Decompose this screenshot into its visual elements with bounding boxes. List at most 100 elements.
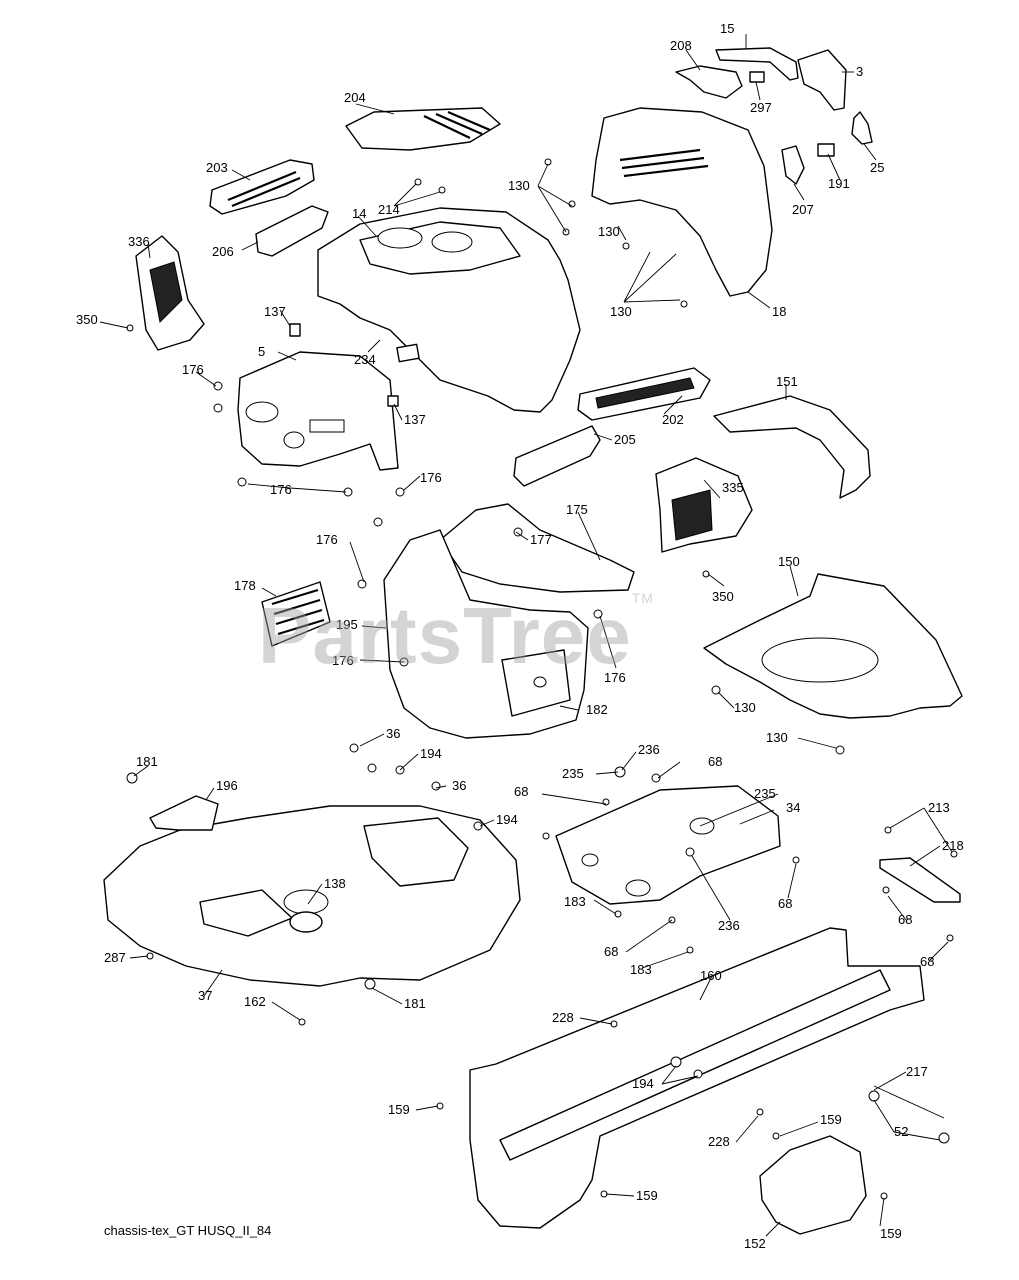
callout-206: 206: [212, 244, 234, 259]
part-217: [873, 1085, 945, 1119]
part-150-hole: [761, 637, 879, 683]
callout-130e: 130: [766, 730, 788, 745]
callout-68b: 68: [514, 784, 528, 799]
callout-130a: 130: [508, 178, 530, 193]
callout-228b: 228: [708, 1134, 730, 1149]
bolt-icon: [702, 570, 710, 578]
bolt-icon: [568, 200, 576, 208]
part-14-gauge2: [431, 231, 473, 253]
callout-205: 205: [614, 432, 636, 447]
part-151: [713, 395, 871, 499]
callout-203: 203: [206, 160, 228, 175]
callout-182: 182: [586, 702, 608, 717]
callout-5: 5: [258, 344, 265, 359]
callout-130b: 130: [598, 224, 620, 239]
part-5-gauge: [245, 401, 279, 423]
callout-36a: 36: [386, 726, 400, 741]
part-138: [289, 911, 323, 933]
part-15: [715, 47, 799, 81]
callout-208: 208: [670, 38, 692, 53]
bolt-icon: [438, 186, 446, 194]
watermark-text: PartsTree: [258, 591, 632, 680]
part-218: [879, 857, 961, 903]
callout-68d: 68: [898, 912, 912, 927]
callout-287: 287: [104, 950, 126, 965]
callout-152: 152: [744, 1236, 766, 1251]
part-152: [759, 1135, 867, 1235]
bolt-icon: [686, 946, 694, 954]
callout-159a: 159: [388, 1102, 410, 1117]
bolt-icon: [792, 856, 800, 864]
part-207: [781, 145, 805, 185]
part-37-opening: [363, 817, 469, 887]
part-5: [237, 351, 399, 471]
part-37-collar: [283, 889, 329, 915]
part-335-mesh: [671, 489, 713, 541]
callout-176b: 176: [420, 470, 442, 485]
callout-34: 34: [786, 800, 800, 815]
callout-14: 14: [352, 206, 366, 221]
part-25: [851, 111, 873, 145]
part-34: [555, 785, 781, 905]
bolt-icon: [357, 579, 367, 589]
callout-181b: 181: [404, 996, 426, 1011]
bolt-icon: [622, 242, 630, 250]
bolt-icon: [670, 1056, 682, 1068]
callout-183a: 183: [564, 894, 586, 909]
callout-204: 204: [344, 90, 366, 105]
callout-37: 37: [198, 988, 212, 1003]
callout-25: 25: [870, 160, 884, 175]
callout-217: 217: [906, 1064, 928, 1079]
watermark-trademark: TM: [631, 590, 654, 606]
bolt-icon: [513, 527, 523, 537]
part-191: [817, 143, 835, 157]
callout-195: 195: [336, 617, 358, 632]
bolt-icon: [882, 886, 890, 894]
callout-176a: 176: [182, 362, 204, 377]
callout-350a: 350: [76, 312, 98, 327]
callout-235b: 235: [754, 786, 776, 801]
part-175: [439, 503, 635, 593]
bolt-icon: [373, 517, 383, 527]
callout-207: 207: [792, 202, 814, 217]
part-137b: [387, 395, 399, 407]
callout-68a: 68: [708, 754, 722, 769]
callout-336: 336: [128, 234, 150, 249]
callout-68e: 68: [604, 944, 618, 959]
callout-130d: 130: [734, 700, 756, 715]
callout-181a: 181: [136, 754, 158, 769]
part-208: [675, 65, 743, 99]
callout-3: 3: [856, 64, 863, 79]
callout-175: 175: [566, 502, 588, 517]
part-196: [149, 795, 219, 831]
part-205: [513, 425, 601, 487]
bolt-icon: [542, 832, 550, 840]
callout-137b: 137: [404, 412, 426, 427]
bolt-icon: [884, 826, 892, 834]
callout-236b: 236: [718, 918, 740, 933]
bolt-icon: [651, 773, 661, 783]
bolt-icon: [367, 763, 377, 773]
callout-130c: 130: [610, 304, 632, 319]
callout-228a: 228: [552, 1010, 574, 1025]
callout-191: 191: [828, 176, 850, 191]
callout-213: 213: [928, 800, 950, 815]
callout-176d: 176: [316, 532, 338, 547]
part-178: [261, 581, 331, 647]
bolt-icon: [756, 1108, 764, 1116]
part-234: [396, 343, 420, 363]
part-34-hole3: [581, 853, 599, 867]
callout-159d: 159: [880, 1226, 902, 1241]
part-178-slats: [271, 588, 325, 636]
callout-176f: 176: [604, 670, 626, 685]
callout-235a: 235: [562, 766, 584, 781]
bolt-icon: [431, 781, 441, 791]
callout-160: 160: [700, 968, 722, 983]
part-137a: [289, 323, 301, 337]
callouts: 15 208 3 297 204 25 203 130 191 214 207 …: [76, 21, 964, 1251]
bolt-icon: [414, 178, 422, 186]
bolt-icon: [213, 381, 223, 391]
callout-234: 234: [354, 352, 376, 367]
part-204: [345, 107, 501, 151]
